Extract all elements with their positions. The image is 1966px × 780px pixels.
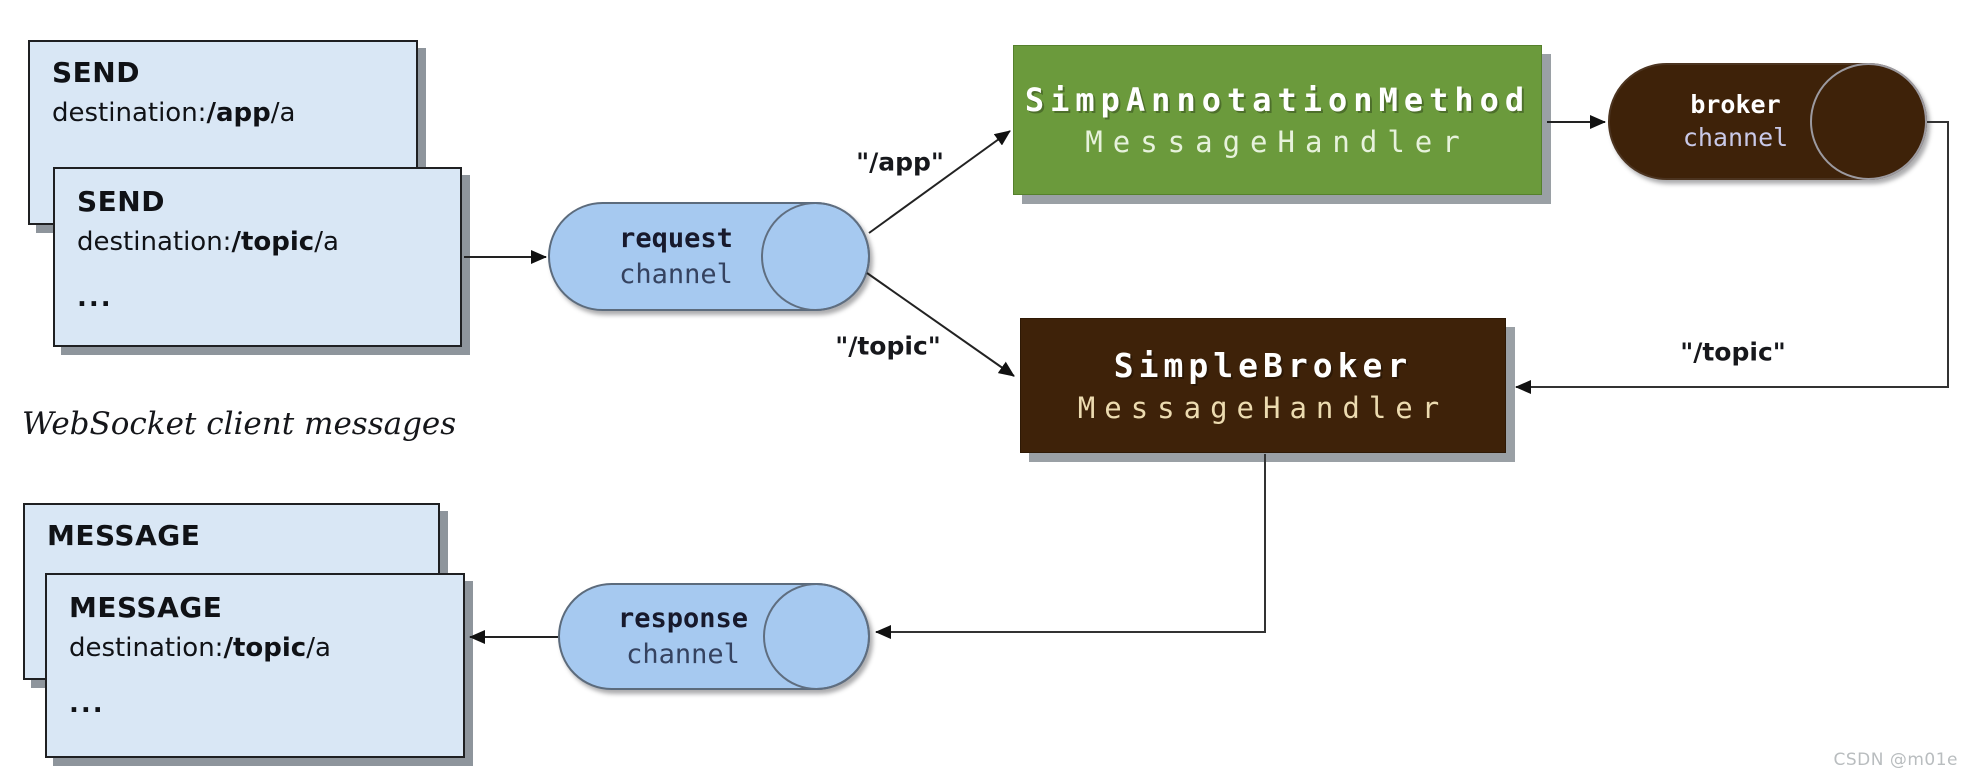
destination-prefix: destination: <box>52 98 207 128</box>
channel-kind: channel <box>619 258 733 290</box>
response-channel-pill: response channel <box>558 583 870 690</box>
channel-name: request <box>619 223 733 255</box>
destination-suffix: /a <box>306 633 331 663</box>
frame-ellipsis: ... <box>77 283 113 313</box>
csdn-watermark: CSDN @m01e <box>1833 750 1958 770</box>
diagram-caption: WebSocket client messages <box>22 406 457 442</box>
destination-path: /topic <box>231 227 315 257</box>
frame-destination: destination:/topic/a <box>69 633 443 663</box>
broker-channel-pill: broker channel <box>1608 63 1927 180</box>
frame-destination: destination:/topic/a <box>77 227 440 257</box>
message-frame-card-topic: MESSAGE destination:/topic/a ... <box>45 573 465 758</box>
channel-cylinder-cap <box>761 202 870 311</box>
channel-name: response <box>617 603 749 635</box>
frame-command: SEND <box>52 56 140 89</box>
destination-path: /app <box>206 98 271 128</box>
channel-cylinder-cap <box>763 583 870 690</box>
handler-name: SimpleBroker <box>1113 346 1413 385</box>
destination-suffix: /a <box>270 98 296 128</box>
channel-name: broker <box>1690 90 1781 119</box>
channel-cylinder-cap <box>1810 63 1927 180</box>
frame-command: SEND <box>77 185 165 218</box>
frame-ellipsis: ... <box>69 689 105 719</box>
arrow-request-to-annotation-handler <box>868 130 1011 234</box>
route-label-topic-to-broker: "/topic" <box>835 331 941 361</box>
route-label-topic-from-broker: "/topic" <box>1680 337 1786 367</box>
arrow-simple-broker-to-response-channel <box>875 454 1266 639</box>
handler-kind: MessageHandler <box>1077 391 1449 425</box>
channel-kind: channel <box>1682 122 1789 152</box>
frame-command: MESSAGE <box>47 519 201 552</box>
route-label-app: "/app" <box>856 147 944 177</box>
channel-kind: channel <box>626 638 740 670</box>
destination-prefix: destination: <box>69 633 224 663</box>
frame-destination: destination:/app/a <box>52 98 396 128</box>
destination-path: /topic <box>223 633 307 663</box>
handler-name: SimpAnnotationMethod <box>1024 81 1531 119</box>
send-frame-card-topic: SEND destination:/topic/a ... <box>53 167 462 347</box>
simple-broker-handler-box: SimpleBroker MessageHandler <box>1020 318 1506 453</box>
destination-prefix: destination: <box>77 227 232 257</box>
frame-command: MESSAGE <box>69 591 223 624</box>
destination-suffix: /a <box>314 227 339 257</box>
arrow-request-to-simple-broker <box>866 272 1015 377</box>
request-channel-pill: request channel <box>548 202 870 311</box>
simp-annotation-method-handler-box: SimpAnnotationMethod MessageHandler <box>1013 45 1542 195</box>
handler-kind: MessageHandler <box>1085 125 1470 159</box>
